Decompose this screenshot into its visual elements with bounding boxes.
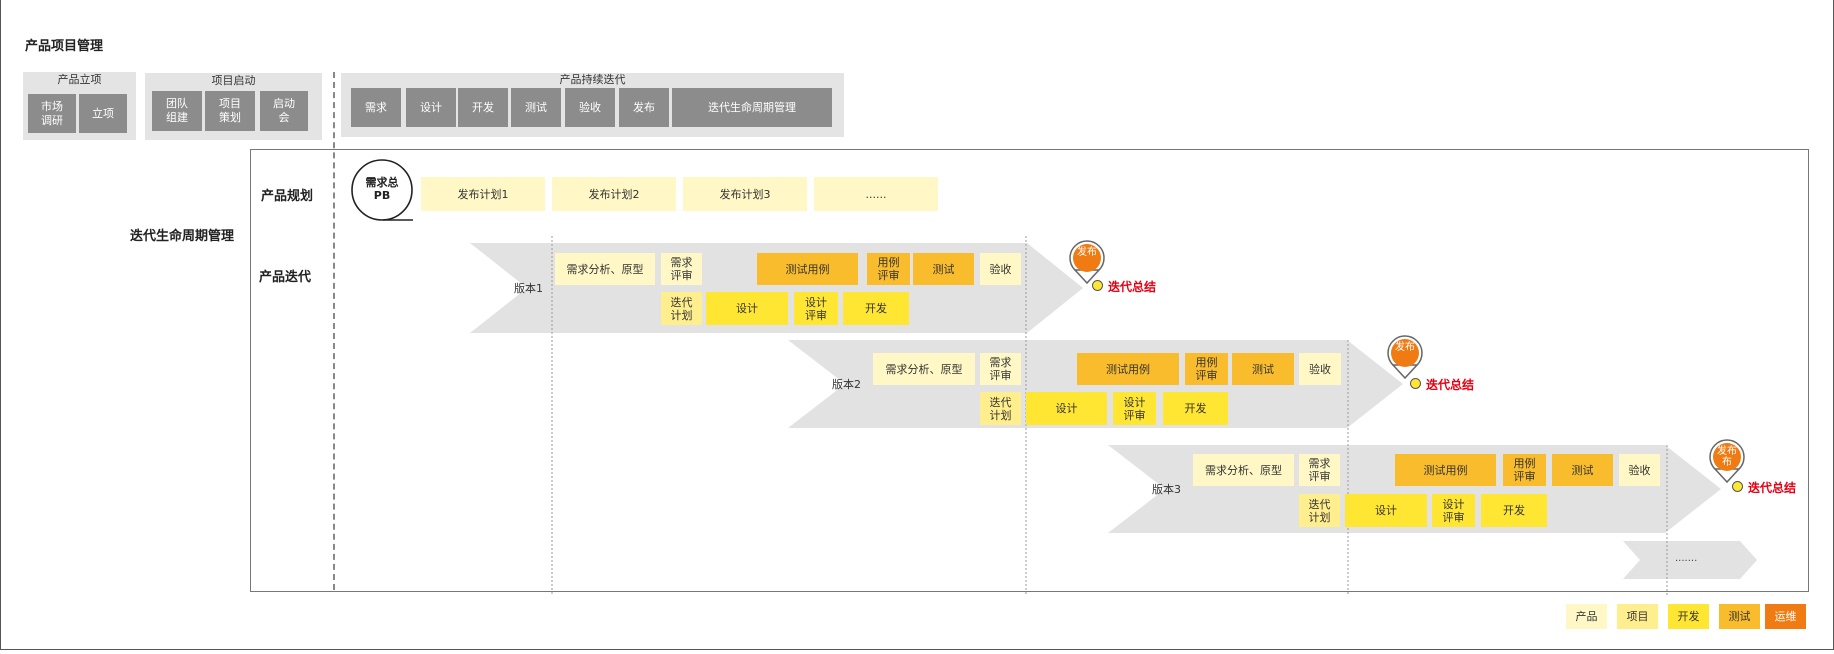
phase-item: 设计 (406, 88, 456, 127)
task-design: 设计 (1345, 494, 1427, 527)
release-plan-item: 发布计划2 (552, 177, 676, 211)
task-design-review: 设计 评审 (1113, 392, 1156, 425)
more-label: ....... (1675, 553, 1698, 564)
legend-item-test: 测试 (1719, 604, 1760, 629)
task-iter-plan: 迭代 计划 (1299, 494, 1340, 527)
planning-row-label: 产品规划 (261, 189, 314, 204)
legend-item-ops: 运维 (1765, 604, 1806, 629)
release-pin-icon (1069, 240, 1105, 285)
task-test: 测试 (913, 253, 974, 285)
task-iter-plan: 迭代 计划 (661, 292, 702, 325)
summary-dot (1410, 378, 1421, 389)
task-iter-plan: 迭代 计划 (980, 392, 1021, 425)
phase-group-lixiang: 产品立项 市场 调研 立项 (23, 72, 136, 140)
pb-label: 需求总 PB (365, 176, 399, 202)
iteration-summary-label: 迭代总结 (1426, 378, 1475, 392)
phase-group-qidong: 项目启动 团队 组建 项目 策划 启动 会 (145, 73, 322, 140)
phase-item: 市场 调研 (28, 94, 76, 133)
task-design: 设计 (706, 292, 788, 325)
task-req-review: 需求 评审 (1299, 454, 1340, 486)
task-dev: 开发 (1163, 392, 1228, 425)
task-test-case: 测试用例 (1077, 353, 1179, 385)
version-label: 版本2 (832, 378, 861, 391)
task-test: 测试 (1232, 353, 1294, 385)
task-dev: 开发 (843, 292, 909, 325)
task-case-review: 用例 评审 (867, 253, 910, 285)
task-test: 测试 (1552, 454, 1613, 486)
legend-item-product: 产品 (1566, 604, 1607, 629)
phase-item: 迭代生命周期管理 (672, 88, 832, 127)
task-req-review: 需求 评审 (980, 353, 1021, 385)
lifecycle-box (250, 149, 1809, 592)
release-pin-icon (1709, 439, 1745, 484)
phase-item: 需求 (351, 88, 401, 127)
iteration-summary-label: 迭代总结 (1748, 481, 1797, 495)
release-label: 发布 布 (1717, 446, 1737, 468)
task-dev: 开发 (1481, 494, 1547, 527)
release-label: 发布 (1077, 247, 1097, 258)
phase-title: 产品持续迭代 (559, 73, 626, 86)
release-plan-item: ...... (814, 177, 938, 211)
task-requirement: 需求分析、原型 (873, 353, 975, 385)
phase-item: 发布 (619, 88, 669, 127)
phase-item: 开发 (458, 88, 508, 127)
page-title: 产品项目管理 (25, 39, 104, 54)
release-plan-item: 发布计划3 (683, 177, 807, 211)
phase-item: 项目 策划 (205, 91, 255, 131)
task-requirement: 需求分析、原型 (555, 253, 655, 285)
task-case-review: 用例 评审 (1503, 454, 1546, 486)
phase-item: 验收 (565, 88, 615, 127)
summary-dot (1732, 481, 1743, 492)
summary-dot (1092, 280, 1103, 291)
lifecycle-label: 迭代生命周期管理 (130, 229, 235, 244)
task-case-review: 用例 评审 (1185, 353, 1228, 385)
phase-group-diedai: 产品持续迭代 需求 设计 开发 测试 验收 发布 迭代生命周期管理 (341, 73, 844, 137)
iteration-summary-label: 迭代总结 (1108, 280, 1157, 294)
task-accept: 验收 (1619, 454, 1660, 486)
task-req-review: 需求 评审 (661, 253, 702, 285)
task-test-case: 测试用例 (1395, 454, 1496, 486)
task-accept: 验收 (1299, 353, 1341, 385)
iteration-row-label: 产品迭代 (259, 270, 312, 285)
release-plan-item: 发布计划1 (421, 177, 545, 211)
task-design-review: 设计 评审 (1432, 494, 1475, 527)
phase-item: 测试 (511, 88, 561, 127)
release-pin-icon (1387, 335, 1423, 380)
version-label: 版本1 (514, 282, 543, 295)
more-band (1623, 541, 1757, 579)
legend-item-dev: 开发 (1668, 604, 1709, 629)
phase-item: 立项 (79, 94, 127, 133)
release-label: 发布 (1395, 342, 1415, 353)
task-accept: 验收 (980, 253, 1021, 285)
task-requirement: 需求分析、原型 (1193, 454, 1294, 486)
dashed-divider (333, 72, 335, 590)
phase-title: 产品立项 (57, 73, 102, 86)
phase-title: 项目启动 (211, 74, 256, 87)
phase-item: 团队 组建 (152, 91, 202, 131)
pb-circle (351, 159, 413, 221)
task-design: 设计 (1026, 392, 1107, 425)
legend-item-project: 项目 (1617, 604, 1658, 629)
task-design-review: 设计 评审 (794, 292, 838, 325)
version-label: 版本3 (1152, 483, 1181, 496)
phase-item: 启动 会 (260, 91, 308, 131)
task-test-case: 测试用例 (757, 253, 858, 285)
